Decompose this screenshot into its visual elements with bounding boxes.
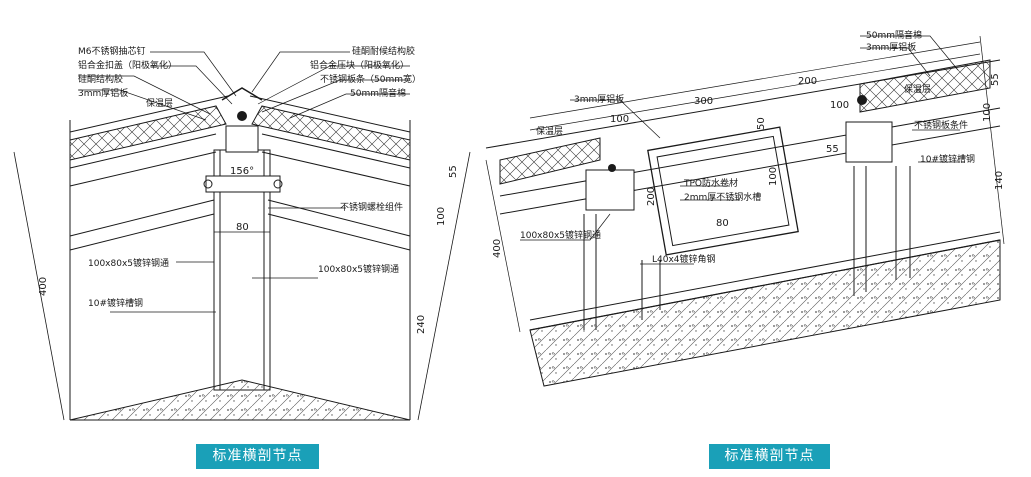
caption-right: 标准横剖节点 — [709, 444, 830, 469]
label-r-alu-plate-top: 3mm厚铝板 — [866, 41, 916, 53]
dim-r-55: 55 — [990, 73, 1001, 86]
label-m6-screw: M6不锈钢抽芯钉 — [78, 45, 146, 57]
left-concrete-base — [69, 379, 411, 421]
label-r-insulation-a: 保温层 — [536, 125, 563, 137]
label-r-ss-gutter: 2mm厚不锈钢水槽 — [684, 191, 761, 203]
label-steel-tube-2: 100x80x5镀锌钢通 — [318, 263, 399, 275]
label-r-steel-rib: 10#镀锌槽钢 — [920, 153, 975, 165]
right-bracket-right — [845, 121, 893, 163]
right-concrete-slab — [529, 239, 1001, 387]
label-silicone-sealant: 硅酮结构胶 — [78, 73, 123, 85]
dim-80: 80 — [236, 222, 249, 233]
dim-55: 55 — [448, 165, 459, 178]
label-r-tpo: TPO防水卷材 — [683, 177, 738, 189]
label-ss-bolt-group: 不锈钢螺栓组件 — [340, 201, 403, 213]
right-section-drawing — [485, 35, 1005, 387]
label-r-insulation-b: 保温层 — [904, 83, 931, 95]
label-alu-plate-3mm: 3mm厚铝板 — [78, 87, 128, 99]
dim-r-200: 200 — [798, 76, 817, 87]
dim-r-100d: 100 — [830, 100, 849, 111]
dim-100: 100 — [436, 207, 447, 226]
label-r-angle-steel: L40x4镀锌角钢 — [652, 253, 716, 265]
label-alu-cover: 铝合金扣盖（阳极氧化） — [78, 59, 177, 71]
left-seal-bead — [237, 111, 247, 121]
label-r-insulation-50: 50mm隔音棉 — [866, 29, 922, 41]
label-steel-rib: 10#镀锌槽钢 — [88, 297, 143, 309]
label-insulation-small: 保温层 — [146, 97, 173, 109]
dim-angle: 156° — [230, 166, 254, 177]
dim-400: 400 — [38, 277, 49, 296]
right-gutter-ss — [647, 126, 799, 256]
right-bracket-left — [585, 169, 635, 211]
dim-r-300: 300 — [694, 96, 713, 107]
label-ss-strip: 不锈钢板条（50mm宽） — [320, 73, 421, 85]
dim-r-200b: 200 — [646, 187, 657, 206]
dim-r-100c: 100 — [768, 167, 779, 186]
label-weatherproof-sealant: 硅酮耐候结构胶 — [352, 45, 415, 57]
right-roof-panel-lower — [499, 137, 601, 185]
dim-r-100b: 100 — [982, 103, 993, 122]
dim-r-140: 140 — [994, 171, 1005, 190]
left-section-drawing — [13, 51, 471, 421]
label-r-alu-plate-3mm: 3mm厚铝板 — [574, 93, 624, 105]
dim-r-100: 100 — [610, 114, 629, 125]
dim-r-80: 80 — [716, 218, 729, 229]
caption-left: 标准横剖节点 — [196, 444, 319, 469]
label-steel-tube-1: 100x80x5镀锌钢通 — [88, 257, 169, 269]
dim-r-400: 400 — [492, 239, 503, 258]
left-bolt-plate — [205, 175, 281, 193]
dim-r-50: 50 — [756, 117, 767, 130]
dim-240: 240 — [416, 315, 427, 334]
label-r-ss-strip: 不锈钢板条件 — [914, 119, 968, 131]
label-alu-press-block: 铝合金压块（阳极氧化） — [310, 59, 409, 71]
label-r-steel-tube: 100x80x5镀锌钢通 — [520, 229, 601, 241]
dim-r-55b: 55 — [826, 144, 839, 155]
label-insulation-50: 50mm隔音棉 — [350, 87, 406, 99]
